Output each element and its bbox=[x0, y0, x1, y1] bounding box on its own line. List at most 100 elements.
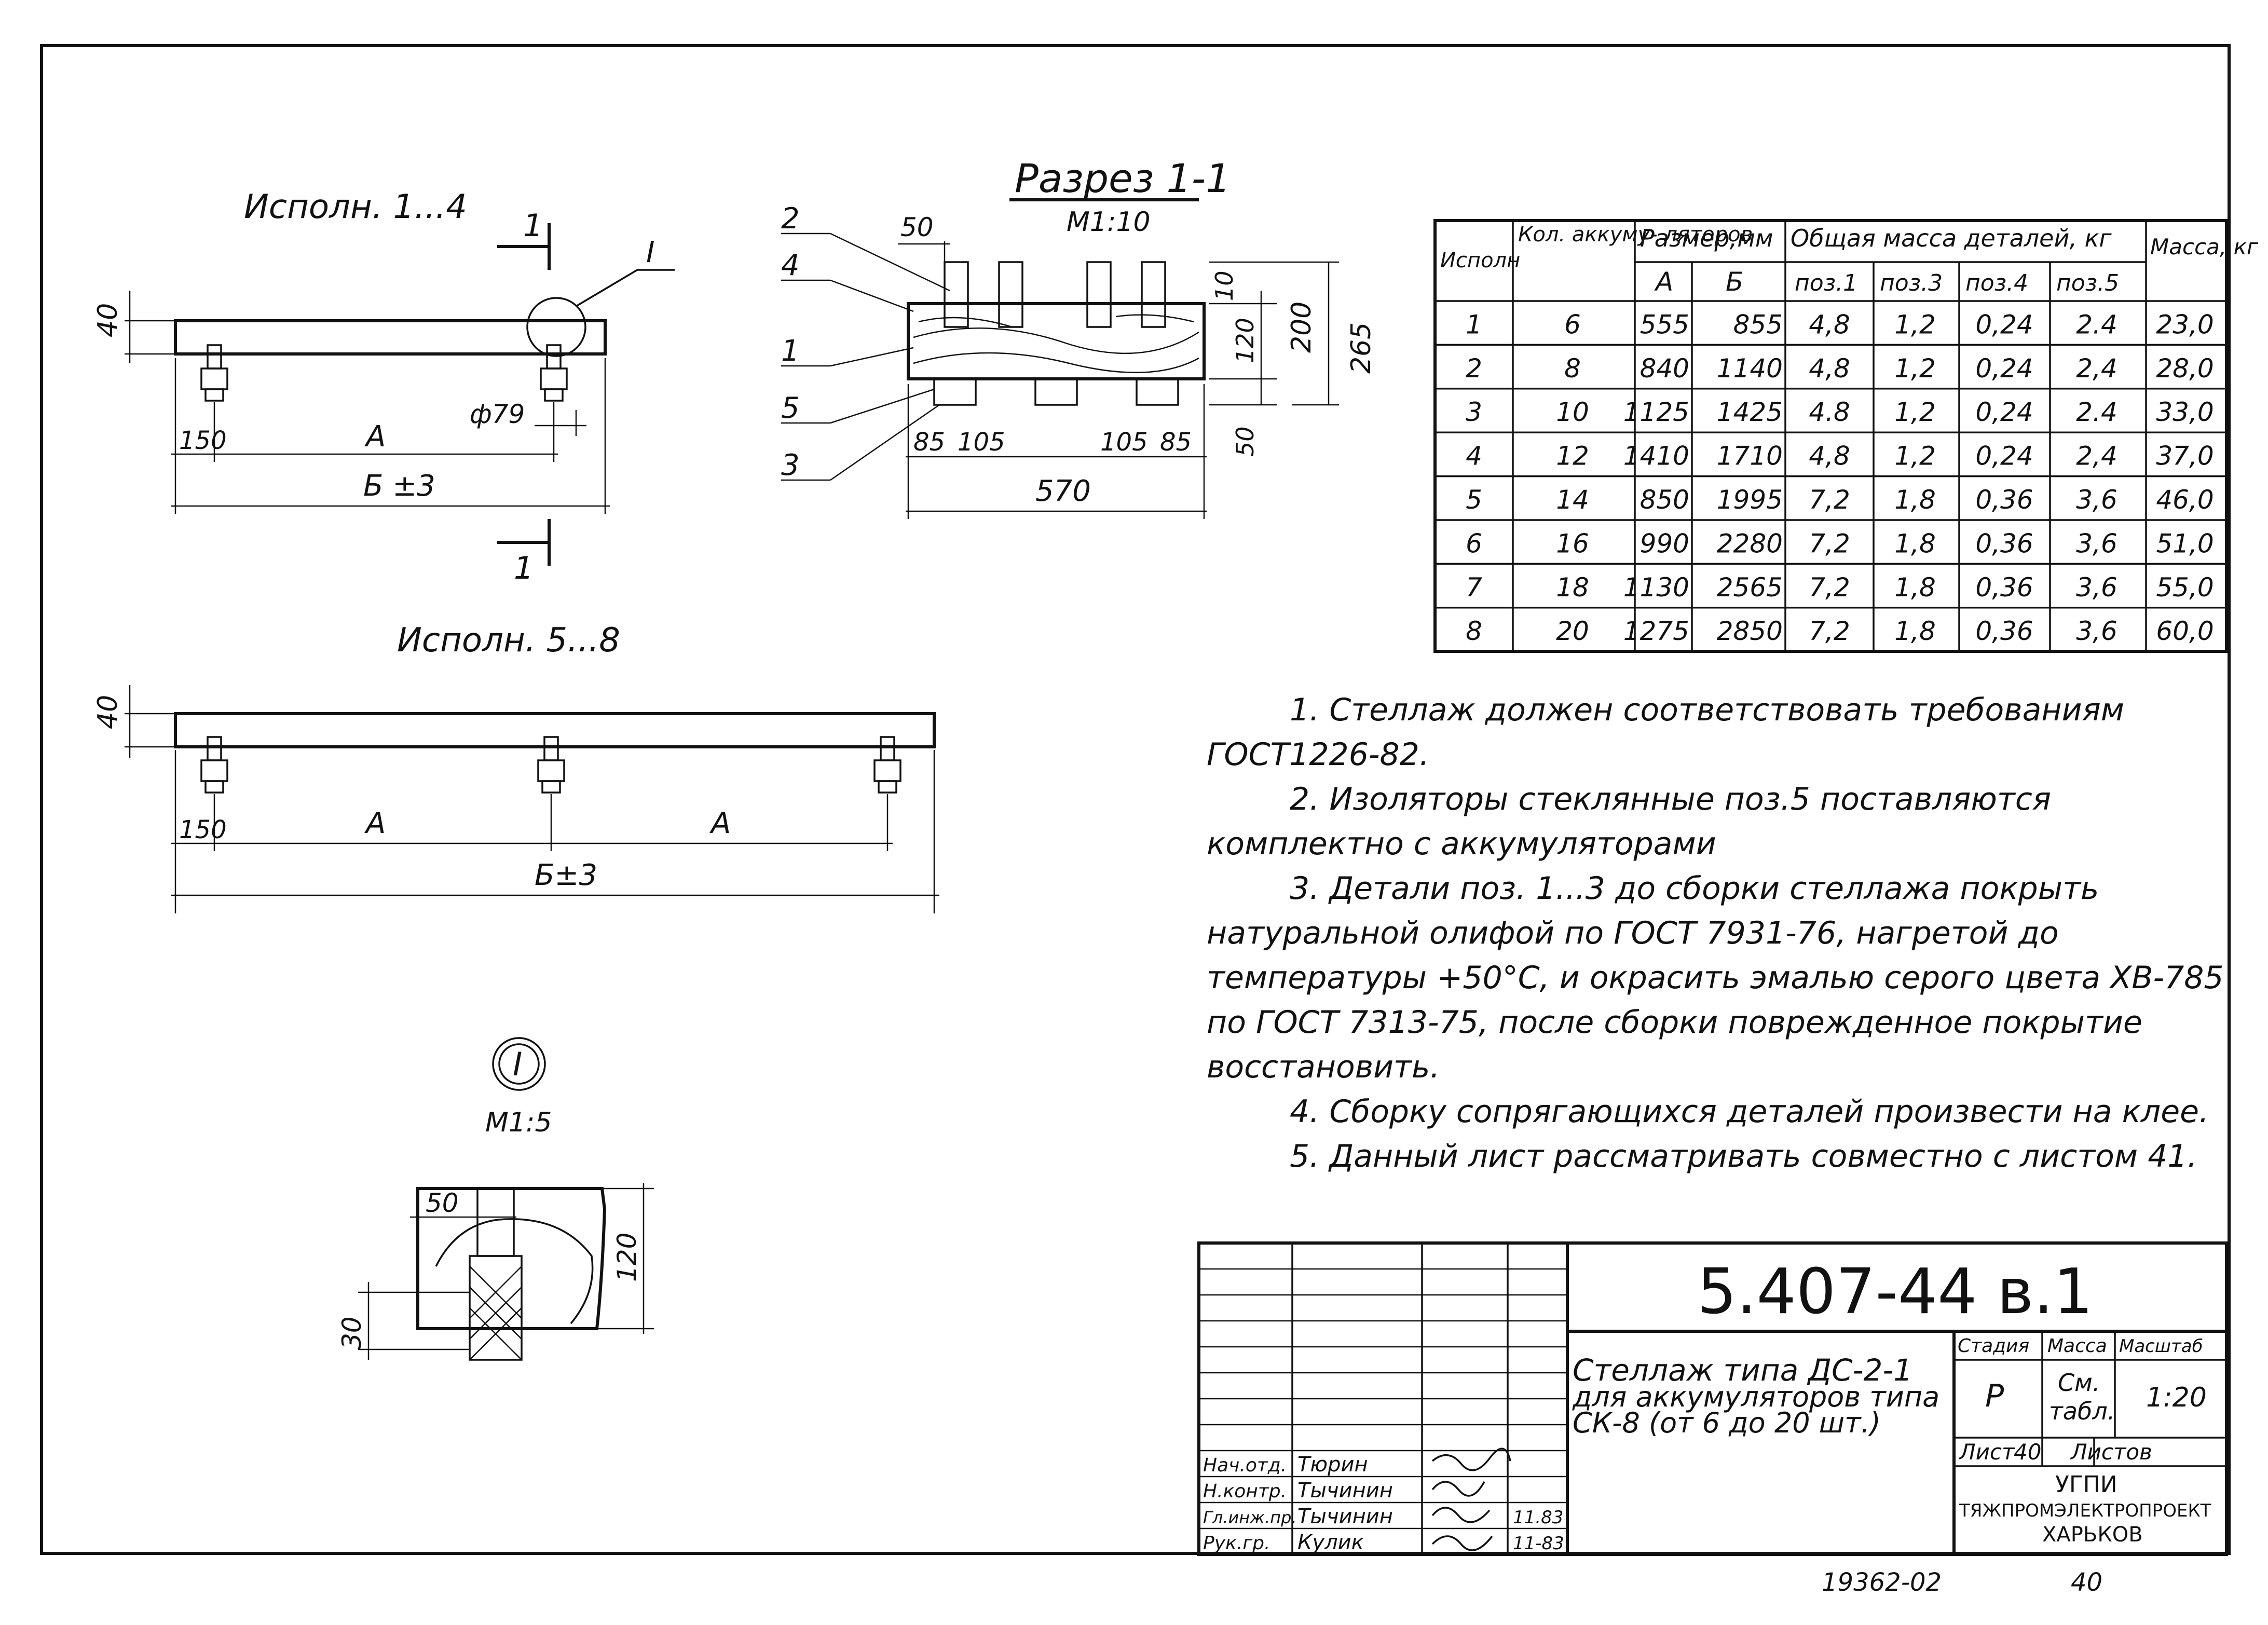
header-p1: поз.1 bbox=[1795, 270, 1857, 296]
org-name-2: ТЯЖПРОМЭЛЕКТРОПРОЕКТ bbox=[1959, 1500, 2211, 1521]
note-4: 4. Сборку сопрягающихся деталей произвес… bbox=[1290, 1094, 2209, 1130]
table-cell: 3,6 bbox=[2076, 572, 2117, 603]
table-cell: 4,8 bbox=[1809, 309, 1850, 339]
table-cell: 0,24 bbox=[1975, 309, 2033, 339]
table-cell: 3,6 bbox=[2076, 485, 2117, 515]
staff-role-0: Нач.отд. bbox=[1203, 1455, 1287, 1476]
table-cell: 1,2 bbox=[1894, 397, 1936, 427]
header-mass-group: Общая масса деталей, кг bbox=[1791, 224, 2112, 252]
notes: 1. Стеллаж должен соответствовать требов… bbox=[1207, 688, 2224, 1179]
detail-mark: I bbox=[513, 1045, 522, 1083]
org-name-1: УГПИ bbox=[2055, 1471, 2117, 1498]
staff-date-2: 11.83 bbox=[1513, 1507, 1563, 1528]
dim-50-bottom: 50 bbox=[1231, 426, 1259, 457]
mass-value-2: табл. bbox=[2049, 1397, 2115, 1425]
note-1: 1. Стеллаж должен соответствовать требов… bbox=[1207, 692, 2124, 773]
document-name-2: для аккумуляторов типа bbox=[1572, 1381, 1939, 1413]
scale-label: Масштаб bbox=[2119, 1336, 2203, 1357]
signature bbox=[1431, 1535, 1493, 1551]
table-cell: 1,2 bbox=[1894, 309, 1936, 339]
scale-value: 1:20 bbox=[2146, 1382, 2207, 1413]
dim-570: 570 bbox=[1035, 474, 1091, 508]
table-cell: 7 bbox=[1466, 572, 1482, 603]
table-cell: 4 bbox=[1466, 441, 1482, 471]
table-cell: 2.4 bbox=[2076, 309, 2117, 339]
table-cell: 0,24 bbox=[1975, 441, 2033, 471]
table-cell: 850 bbox=[1640, 485, 1689, 515]
document-code: 5.407-44 в.1 bbox=[1697, 1256, 2093, 1328]
dim-10: 10 bbox=[1210, 270, 1238, 301]
table-cell: 7,2 bbox=[1809, 485, 1850, 515]
table-cell: 6 bbox=[1466, 528, 1482, 558]
table-cell: 4,8 bbox=[1809, 353, 1850, 384]
table-cell: 2280 bbox=[1717, 528, 1783, 558]
table-cell: 0,36 bbox=[1975, 528, 2033, 558]
detail-dim-30: 30 bbox=[337, 1316, 367, 1349]
table-cell: 1140 bbox=[1717, 353, 1783, 384]
header-size: Размер,мм bbox=[1640, 224, 1773, 252]
inventory-number: 19362-02 bbox=[1822, 1568, 1942, 1597]
staff-name-1: Тычинин bbox=[1297, 1479, 1393, 1503]
table-cell: 28,0 bbox=[2156, 353, 2214, 384]
table-cell: 5 bbox=[1466, 485, 1482, 515]
table-cell: 2 bbox=[1466, 353, 1482, 384]
dim-40: 40 bbox=[92, 695, 124, 729]
dim-50: 50 bbox=[900, 212, 934, 242]
staff-role-3: Рук.гр. bbox=[1203, 1533, 1270, 1554]
table-cell: 8 bbox=[1564, 353, 1581, 384]
sheet-number: 40 bbox=[2014, 1439, 2041, 1465]
staff-role-1: Н.контр. bbox=[1203, 1481, 1287, 1502]
table-cell: 7,2 bbox=[1809, 572, 1850, 603]
table-cell: 4.8 bbox=[1809, 397, 1850, 427]
view-execution-5-8: Исполн. 5...8 40 150 А А Б±3 bbox=[92, 621, 939, 913]
table-cell: 840 bbox=[1640, 353, 1689, 384]
table-cell: 1130 bbox=[1623, 572, 1689, 603]
position-5: 5 bbox=[781, 391, 800, 425]
note-5: 5. Данный лист рассматривать совместно с… bbox=[1290, 1138, 2197, 1175]
staff-name-0: Тюрин bbox=[1297, 1453, 1368, 1477]
sheet-label: Лист bbox=[1958, 1439, 2015, 1465]
dim-A: А bbox=[364, 420, 386, 454]
dim-150: 150 bbox=[179, 815, 227, 844]
table-cell: 7,2 bbox=[1809, 528, 1850, 558]
note-2: 2. Изоляторы стеклянные поз.5 поставляют… bbox=[1207, 781, 2051, 862]
staff-role-2: Гл.инж.пр. bbox=[1203, 1508, 1297, 1527]
header-mass: Масса, кг bbox=[2150, 234, 2259, 260]
header-p3: поз.3 bbox=[1880, 270, 1943, 296]
view-title: Исполн. 5...8 bbox=[397, 621, 620, 660]
table-cell: 0,36 bbox=[1975, 572, 2033, 603]
table-cell: 2.4 bbox=[2076, 397, 2117, 427]
position-2: 2 bbox=[781, 202, 800, 236]
table-cell: 1275 bbox=[1623, 616, 1689, 646]
table-cell: 20 bbox=[1556, 616, 1589, 646]
stage-value: Р bbox=[1985, 1378, 2004, 1414]
dim-A-2: А bbox=[709, 807, 731, 840]
dim-105-right: 105 bbox=[1100, 428, 1148, 457]
section-mark-bottom: 1 bbox=[514, 550, 534, 586]
table-cell: 18 bbox=[1556, 572, 1589, 603]
table-cell: 1,8 bbox=[1894, 572, 1936, 603]
table-cell: 0,24 bbox=[1975, 353, 2033, 384]
table-cell: 1710 bbox=[1717, 441, 1783, 471]
section-1-1: Разрез 1-1 М1:10 2 4 1 bbox=[781, 155, 1377, 519]
header-p5: поз.5 bbox=[2056, 270, 2119, 296]
dim-40: 40 bbox=[92, 303, 124, 337]
detail-scale: М1:5 bbox=[485, 1107, 552, 1138]
table-cell: 1410 bbox=[1623, 441, 1689, 471]
dim-A-1: А bbox=[364, 807, 386, 840]
table-cell: 33,0 bbox=[2156, 397, 2214, 427]
table-cell: 14 bbox=[1556, 485, 1589, 515]
section-mark-top: 1 bbox=[523, 208, 543, 244]
table-cell: 0,24 bbox=[1975, 397, 2033, 427]
table-cell: 1,2 bbox=[1894, 353, 1936, 384]
table-cell: 2,4 bbox=[2076, 441, 2117, 471]
title-block: Нач.отд. Тюрин Н.контр. Тычинин Гл.инж.п… bbox=[1197, 1241, 2228, 1556]
table-cell: 1,8 bbox=[1894, 616, 1936, 646]
dim-150: 150 bbox=[179, 426, 227, 455]
note-3: 3. Детали поз. 1...3 до сборки стеллажа … bbox=[1207, 870, 2224, 1085]
org-name-3: ХАРЬКОВ bbox=[2042, 1523, 2143, 1547]
table-cell: 16 bbox=[1556, 528, 1589, 558]
header-size-b: Б bbox=[1726, 267, 1743, 297]
dim-85-left: 85 bbox=[913, 428, 945, 457]
